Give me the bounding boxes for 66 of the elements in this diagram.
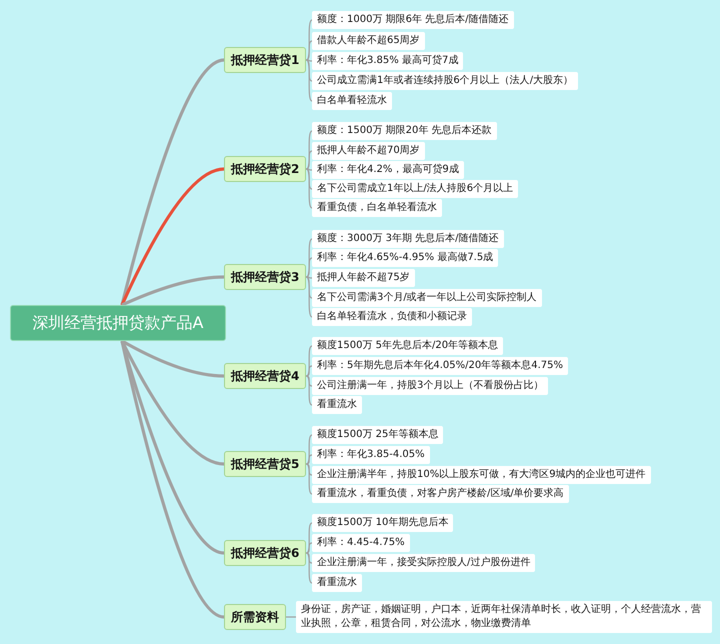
detail-note: 借款人年龄不超65周岁 xyxy=(312,32,425,50)
main-branch-connector xyxy=(120,340,224,619)
sub-branch-connector xyxy=(306,375,313,387)
sub-branch-connector xyxy=(306,257,313,278)
sub-branch-connector xyxy=(306,345,313,377)
detail-note: 额度：3000万 3年期 先息后本/随借随还 xyxy=(312,230,504,248)
sub-branch-connector xyxy=(306,168,313,190)
branch-topic: 所需资料 xyxy=(224,604,286,630)
detail-note: 名下公司需成立1年以上/法人持股6个月以上 xyxy=(312,180,518,198)
detail-note: 利率：年化4.65%-4.95% 最高做7.5成 xyxy=(312,249,498,267)
sub-branch-connector xyxy=(306,276,313,299)
sub-branch-connector xyxy=(306,463,313,495)
sub-branch-connector xyxy=(306,40,313,61)
detail-note: 看重负债，白名单轻看流水 xyxy=(312,199,442,217)
detail-note: 公司注册满一年，持股3个月以上（不看股份占比） xyxy=(312,377,548,395)
detail-note: 名下公司需满3个月/或者一年以上公司实际控制人 xyxy=(312,289,542,307)
detail-note: 看重流水，看重负债，对客户房产楼龄/区域/单价要求高 xyxy=(312,485,569,503)
detail-note: 企业注册满一年，接受实际控股人/过户股份进件 xyxy=(312,554,536,572)
detail-note: 利率：年化3.85% 最高可贷7成 xyxy=(312,52,464,70)
branch-topic: 抵押经营贷2 xyxy=(224,156,306,182)
sub-branch-connector xyxy=(306,454,313,465)
detail-note: 利率：4.45-4.75% xyxy=(312,534,410,552)
sub-branch-connector xyxy=(306,522,313,554)
sub-branch-connector xyxy=(306,150,313,170)
main-branch-connector xyxy=(121,275,224,306)
sub-branch-connector xyxy=(306,168,313,209)
detail-note: 利率：5年期先息后本年化4.05%/20年等额本息4.75% xyxy=(312,357,568,375)
sub-branch-connector xyxy=(306,463,313,476)
sub-branch-connector xyxy=(306,59,313,102)
branch-topic: 抵押经营贷4 xyxy=(224,363,306,389)
sub-branch-connector xyxy=(306,552,313,564)
detail-note: 抵押人年龄不超75岁 xyxy=(312,269,415,287)
sub-branch-connector xyxy=(306,59,313,82)
main-branch-connector xyxy=(121,340,224,378)
main-branch-connector xyxy=(120,58,224,306)
branch-topic: 抵押经营贷6 xyxy=(224,540,306,566)
sub-branch-connector xyxy=(306,276,313,318)
detail-note: 白名单看轻流水 xyxy=(312,92,392,110)
detail-note: 额度1500万 10年期先息后本 xyxy=(312,514,454,532)
detail-note: 利率：年化3.85-4.05% xyxy=(312,446,430,464)
detail-note: 公司成立需满1年或者连续持股6个月以上（法人/大股东） xyxy=(312,72,578,90)
detail-note: 利率：年化4.2%，最高可贷9成 xyxy=(312,161,464,179)
sub-branch-connector xyxy=(306,552,313,584)
sub-branch-connector xyxy=(306,365,313,377)
sub-branch-connector xyxy=(306,238,313,278)
branch-topic: 抵押经营贷1 xyxy=(224,47,306,73)
detail-note: 额度：1000万 期限6年 先息后本/随借随还 xyxy=(312,11,514,29)
sub-branch-connector xyxy=(285,616,297,618)
main-branch-connector xyxy=(120,167,224,306)
branch-topic: 抵押经营贷5 xyxy=(224,451,306,477)
detail-note: 看重流水 xyxy=(312,574,362,592)
sub-branch-connector xyxy=(306,19,313,61)
detail-note: 额度：1500万 期限20年 先息后本还款 xyxy=(312,122,497,140)
sub-branch-connector xyxy=(306,375,313,406)
detail-note: 额度1500万 25年等额本息 xyxy=(312,426,444,444)
detail-note: 看重流水 xyxy=(312,396,362,414)
requirements-note: 身份证，房产证，婚姻证明，户口本，近两年社保清单时长，收入证明，个人经营流水，营业执照，公章，租赁合同，对公流水，物业缴费清单 xyxy=(296,601,712,633)
sub-branch-connector xyxy=(306,542,313,554)
central-topic: 深圳经营抵押贷款产品A xyxy=(10,305,226,341)
detail-note: 抵押人年龄不超70周岁 xyxy=(312,142,425,160)
detail-note: 额度1500万 5年先息后本/20年等额本息 xyxy=(312,337,504,355)
branch-topic: 抵押经营贷3 xyxy=(224,264,306,290)
sub-branch-connector xyxy=(306,434,313,465)
detail-note: 白名单轻看流水，负债和小额记录 xyxy=(312,308,472,326)
detail-note: 企业注册满半年，持股10%以上股东可做，有大湾区9城内的企业也可进件 xyxy=(312,466,651,484)
sub-branch-connector xyxy=(306,130,313,170)
